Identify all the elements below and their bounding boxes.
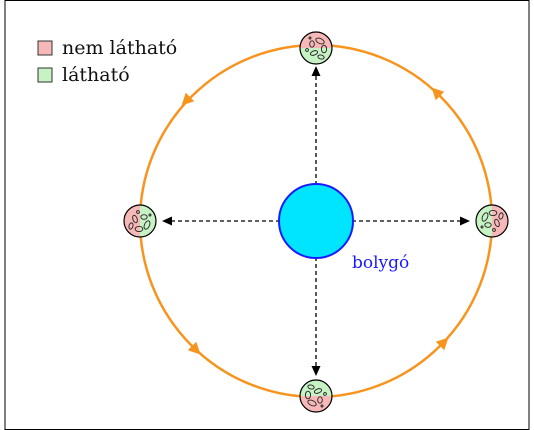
arrowhead-down [311, 366, 321, 376]
moon-left [123, 204, 157, 238]
legend-swatch-hidden [37, 40, 53, 56]
planet-label: bolygó [352, 253, 409, 273]
legend-label-visible: látható [62, 64, 130, 86]
orbit-arrow-top-left [181, 92, 195, 106]
legend-label-hidden: nem látható [62, 37, 177, 59]
legend: nem látható látható [37, 37, 177, 86]
planet [278, 183, 354, 259]
legend-swatch-visible [37, 67, 53, 83]
moon-right [475, 204, 509, 238]
arrowhead-right [460, 216, 470, 226]
moon-top [299, 31, 333, 65]
direction-arrows [170, 74, 462, 368]
moon-bottom [299, 379, 333, 413]
arrowhead-up [311, 66, 321, 76]
arrowheads [162, 66, 470, 376]
arrowhead-left [162, 216, 172, 226]
